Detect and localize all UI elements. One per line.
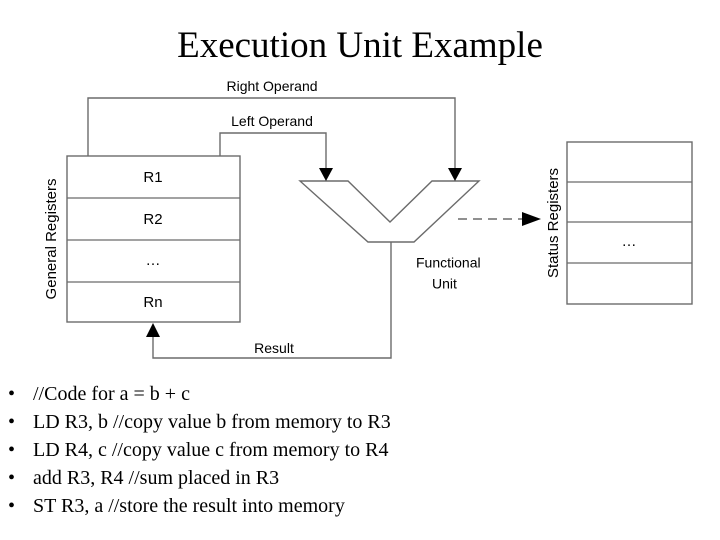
result-wire-group: Result	[146, 242, 392, 359]
bullet-marker-icon: •	[8, 383, 16, 405]
list-item: • add R3, R4 //sum placed in R3	[0, 464, 720, 492]
status-register-cell-ellipsis: …	[622, 233, 637, 250]
functional-unit-shape	[298, 180, 481, 243]
bullet-marker-icon: •	[8, 467, 16, 489]
right-operand-wire	[87, 97, 456, 169]
bullet-marker-icon: •	[8, 439, 16, 461]
bullet-text: //Code for a = b + c	[33, 383, 190, 405]
status-registers-box	[566, 141, 693, 305]
left-operand-wire	[219, 132, 327, 169]
left-operand-wire-group: Left Operand	[219, 113, 333, 181]
list-item: • LD R3, b //copy value b from memory to…	[0, 408, 720, 436]
bullet-text: add R3, R4 //sum placed in R3	[33, 467, 280, 489]
left-operand-label: Left Operand	[231, 113, 313, 129]
execution-unit-diagram: R1 R2 … Rn General Registers … Status Re…	[43, 78, 693, 359]
right-operand-label: Right Operand	[226, 78, 317, 94]
status-flag-arrow-icon	[522, 212, 541, 226]
list-item: • //Code for a = b + c	[0, 380, 720, 408]
general-registers-group: R1 R2 … Rn General Registers	[43, 155, 241, 323]
general-registers-label: General Registers	[43, 179, 60, 300]
general-registers-box	[66, 155, 241, 323]
left-operand-arrow-icon	[319, 168, 333, 181]
result-wire	[152, 242, 392, 359]
general-register-cell-r1: R1	[143, 169, 162, 186]
page-title: Execution Unit Example	[177, 25, 543, 66]
bullet-marker-icon: •	[8, 411, 16, 433]
result-label: Result	[254, 340, 294, 356]
result-arrow-icon	[146, 323, 160, 337]
status-flag-wire-group	[458, 212, 541, 226]
list-item: • LD R4, c //copy value c from memory to…	[0, 436, 720, 464]
bullet-text: ST R3, a //store the result into memory	[33, 495, 345, 517]
list-item: • ST R3, a //store the result into memor…	[0, 492, 720, 520]
bullet-text: LD R4, c //copy value c from memory to R…	[33, 439, 389, 461]
functional-unit-label-line2: Unit	[432, 276, 457, 292]
bullet-text: LD R3, b //copy value b from memory to R…	[33, 411, 391, 433]
status-registers-group: … Status Registers	[545, 141, 693, 305]
bullet-marker-icon: •	[8, 495, 16, 517]
functional-unit-group: Functional Unit	[298, 180, 481, 292]
general-register-cell-r2: R2	[143, 211, 162, 228]
right-operand-wire-group: Right Operand	[87, 78, 462, 181]
right-operand-arrow-icon	[448, 168, 462, 181]
status-registers-label: Status Registers	[545, 168, 562, 278]
general-register-cell-ellipsis: …	[146, 252, 161, 269]
code-bullet-list: • //Code for a = b + c • LD R3, b //copy…	[0, 380, 720, 520]
functional-unit-label-line1: Functional	[416, 255, 481, 271]
general-register-cell-rn: Rn	[143, 294, 162, 311]
